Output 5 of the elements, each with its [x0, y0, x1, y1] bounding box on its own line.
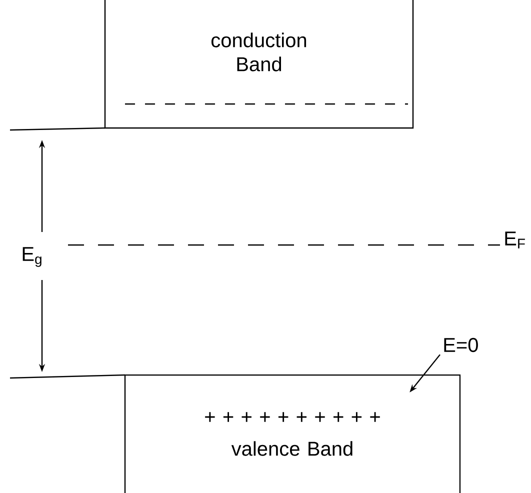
- valence-band-box: + + + + + + + + + + valence Band: [124, 374, 461, 493]
- fermi-label: E$_{F}$: [505, 232, 525, 248]
- conduction-band-box: conduction Band: [104, 0, 414, 129]
- energy-label: E=0: [444, 338, 478, 352]
- gap-label: E$_{g}$: [22, 247, 42, 267]
